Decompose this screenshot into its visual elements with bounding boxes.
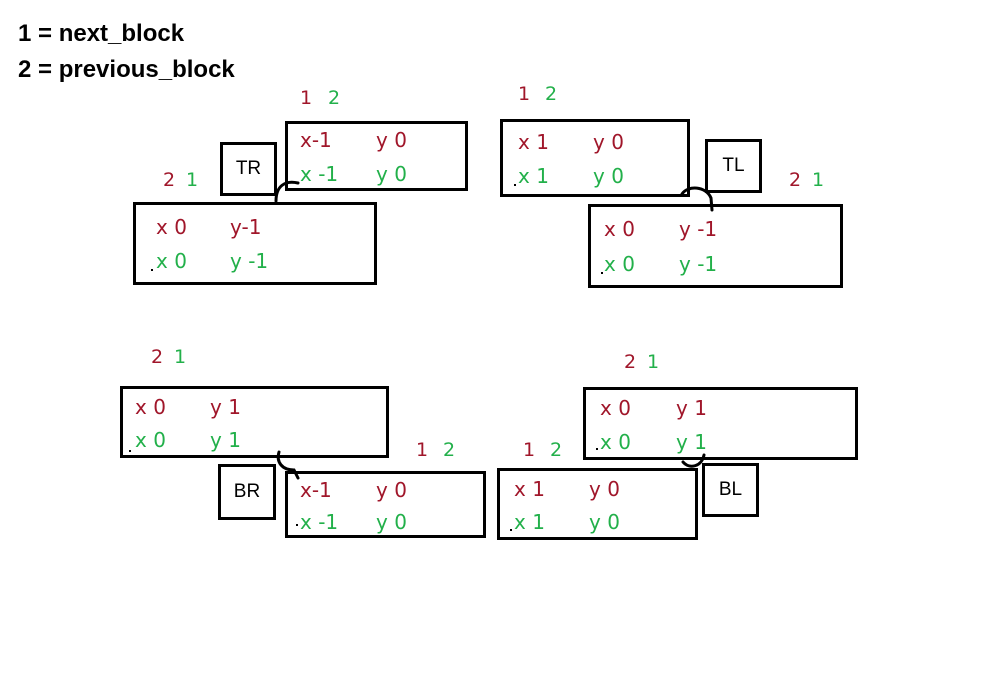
bl-next-red-x: x 1 bbox=[514, 477, 545, 501]
tr-next-green-y: y 0 bbox=[376, 162, 407, 186]
br-next-mark bbox=[296, 524, 298, 526]
br-prev-green-y: y 1 bbox=[210, 428, 241, 452]
bl-next-order-2: 2 bbox=[550, 439, 563, 461]
tl-next-mark bbox=[514, 184, 516, 186]
tl-prev-red-y: y -1 bbox=[679, 217, 718, 241]
bl-prev-order-2: 2 bbox=[624, 351, 637, 373]
bl-prev-mark bbox=[596, 448, 598, 450]
tl-prev-mark bbox=[601, 272, 603, 274]
br-prev-green-x: x 0 bbox=[135, 428, 166, 452]
tr-corner-box: TR bbox=[220, 142, 277, 196]
tr-next-red-y: y 0 bbox=[376, 128, 407, 152]
tr-connector-hook bbox=[274, 180, 300, 203]
br-prev-red-x: x 0 bbox=[135, 395, 166, 419]
tr-prev-order-2: 2 bbox=[163, 169, 176, 191]
tl-connector-hook bbox=[680, 186, 714, 212]
tr-next-green-x: x -1 bbox=[300, 162, 339, 186]
br-next-green-x: x -1 bbox=[300, 510, 339, 534]
legend-next-block: 1 = next_block bbox=[18, 20, 185, 47]
tr-prev-order-1: 1 bbox=[186, 169, 199, 191]
tl-corner-label: TL bbox=[722, 155, 745, 176]
bl-prev-green-y: y 1 bbox=[676, 430, 707, 454]
bl-prev-red-x: x 0 bbox=[600, 396, 631, 420]
tr-next-order-1: 1 bbox=[300, 87, 313, 109]
legend-previous-block: 2 = previous_block bbox=[18, 56, 235, 83]
bl-next-mark bbox=[510, 529, 512, 531]
bl-corner-box: BL bbox=[702, 463, 759, 517]
tr-next-red-x: x-1 bbox=[300, 128, 332, 152]
bl-prev-red-y: y 1 bbox=[676, 396, 707, 420]
br-prev-red-y: y 1 bbox=[210, 395, 241, 419]
br-next-order-2: 2 bbox=[443, 439, 456, 461]
tr-prev-red-x: x 0 bbox=[156, 215, 187, 239]
tl-next-green-y: y 0 bbox=[593, 164, 624, 188]
tl-next-green-x: x 1 bbox=[518, 164, 549, 188]
br-corner-label: BR bbox=[233, 481, 261, 502]
br-next-green-y: y 0 bbox=[376, 510, 407, 534]
br-next-order-1: 1 bbox=[416, 439, 429, 461]
bl-next-order-1: 1 bbox=[523, 439, 536, 461]
br-prev-order-1: 1 bbox=[174, 346, 187, 368]
bl-next-green-x: x 1 bbox=[514, 510, 545, 534]
tl-prev-order-2: 2 bbox=[789, 169, 802, 191]
tr-prev-red-y: y-1 bbox=[230, 215, 262, 239]
br-next-red-x: x-1 bbox=[300, 478, 332, 502]
tr-corner-label: TR bbox=[235, 158, 262, 179]
bl-previous-block: x 0 y 1 x 0 y 1 bbox=[583, 387, 858, 460]
tl-previous-block: x 0 y -1 x 0 y -1 bbox=[588, 204, 843, 288]
br-previous-block: x 0 y 1 x 0 y 1 bbox=[120, 386, 389, 458]
tl-prev-order-1: 1 bbox=[812, 169, 825, 191]
tl-prev-red-x: x 0 bbox=[604, 217, 635, 241]
tr-previous-block: x 0 y-1 x 0 y -1 bbox=[133, 202, 377, 285]
tl-next-order-1: 1 bbox=[518, 83, 531, 105]
tr-prev-green-x: x 0 bbox=[156, 249, 187, 273]
tl-next-red-y: y 0 bbox=[593, 130, 624, 154]
bl-next-green-y: y 0 bbox=[589, 510, 620, 534]
tl-prev-green-y: y -1 bbox=[679, 252, 718, 276]
bl-next-red-y: y 0 bbox=[589, 477, 620, 501]
bl-corner-label: BL bbox=[718, 479, 743, 500]
tr-next-block: x-1 y 0 x -1 y 0 bbox=[285, 121, 468, 191]
tl-next-red-x: x 1 bbox=[518, 130, 549, 154]
bl-prev-order-1: 1 bbox=[647, 351, 660, 373]
bl-prev-green-x: x 0 bbox=[600, 430, 631, 454]
br-prev-order-2: 2 bbox=[151, 346, 164, 368]
br-next-block: x-1 y 0 x -1 y 0 bbox=[285, 471, 486, 538]
bl-connector-hook bbox=[681, 453, 706, 468]
br-connector-hook bbox=[276, 450, 300, 480]
tr-prev-green-y: y -1 bbox=[230, 249, 269, 273]
tl-corner-box: TL bbox=[705, 139, 762, 193]
tr-next-order-2: 2 bbox=[328, 87, 341, 109]
tr-prev-mark bbox=[151, 269, 153, 271]
br-corner-box: BR bbox=[218, 464, 276, 520]
tl-prev-green-x: x 0 bbox=[604, 252, 635, 276]
br-next-red-y: y 0 bbox=[376, 478, 407, 502]
bl-next-block: x 1 y 0 x 1 y 0 bbox=[497, 468, 698, 540]
tl-next-block: x 1 y 0 x 1 y 0 bbox=[500, 119, 690, 197]
tl-next-order-2: 2 bbox=[545, 83, 558, 105]
br-prev-mark bbox=[129, 450, 131, 452]
